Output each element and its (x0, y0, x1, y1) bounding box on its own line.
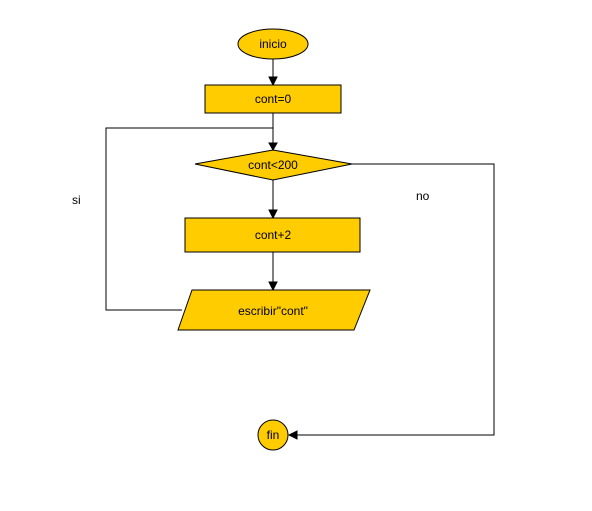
node-init: cont=0 (204, 84, 342, 114)
arrow-head-output (268, 281, 278, 292)
node-output-label: escribir"cont" (238, 304, 308, 318)
node-init-shape (204, 84, 342, 114)
arrow-head-init (268, 76, 278, 87)
connectors (105, 59, 495, 440)
edge-loop-back (105, 127, 273, 311)
arrow-head-process (268, 209, 278, 220)
node-end-shape (257, 419, 289, 451)
node-output-shape (177, 289, 371, 331)
node-end: fin (257, 419, 289, 451)
node-start-shape (237, 28, 309, 60)
node-start: inicio (237, 28, 309, 60)
edge-label-si: si (72, 193, 81, 207)
arrow-head-decision (268, 142, 278, 152)
node-init-label: cont=0 (255, 92, 292, 106)
arrow-head-end (287, 430, 298, 440)
edge-label-no: no (416, 189, 430, 203)
edge-decision-to-end (296, 163, 495, 436)
node-start-label: inicio (259, 37, 287, 51)
node-process-label: cont+2 (255, 228, 292, 242)
node-process: cont+2 (184, 217, 361, 253)
node-decision-shape (194, 149, 353, 181)
node-output: escribir"cont" (177, 289, 371, 331)
node-decision-label: cont<200 (248, 158, 298, 172)
node-end-label: fin (267, 428, 280, 442)
node-process-shape (184, 217, 361, 253)
node-decision: cont<200 (194, 149, 353, 181)
